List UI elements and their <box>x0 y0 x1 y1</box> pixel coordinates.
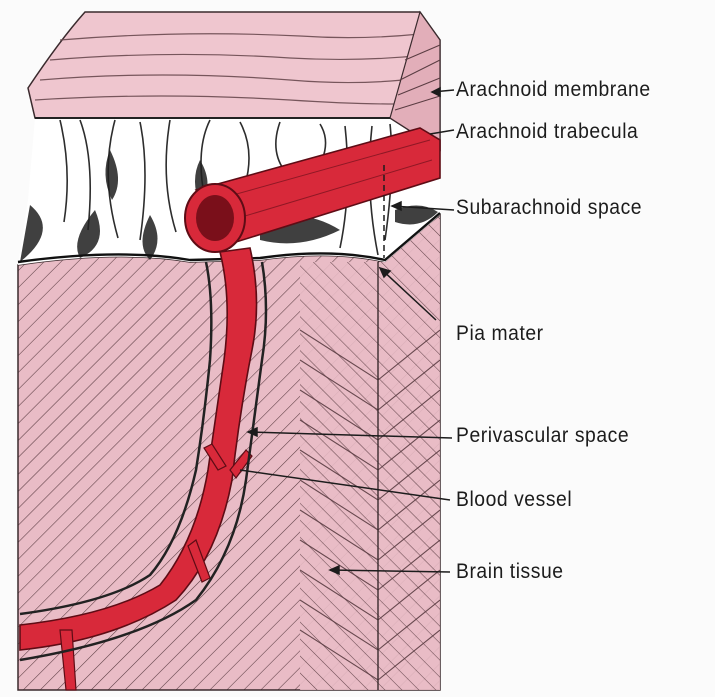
label-subarachnoid-space: Subarachnoid space <box>456 196 642 220</box>
label-brain-tissue: Brain tissue <box>456 560 564 584</box>
label-arachnoid-membrane: Arachnoid membrane <box>456 78 651 102</box>
label-blood-vessel: Blood vessel <box>456 488 572 512</box>
label-perivascular-space: Perivascular space <box>456 424 629 448</box>
label-arachnoid-trabecula: Arachnoid trabecula <box>456 120 638 144</box>
label-pia-mater: Pia mater <box>456 322 544 346</box>
